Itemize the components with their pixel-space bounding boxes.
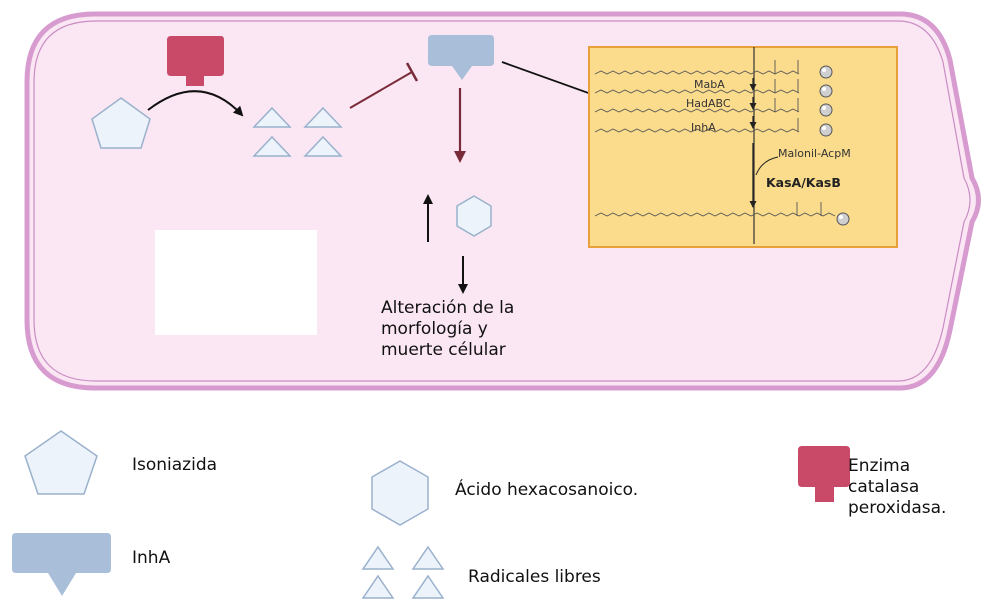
inhibition-bar bbox=[405, 62, 419, 82]
activation-arrow bbox=[147, 90, 244, 117]
hexacosanoic-hexagon bbox=[456, 195, 492, 237]
inhibition-line bbox=[349, 71, 413, 109]
legend-inha-label: InhA bbox=[132, 548, 171, 568]
legend-radicals-icon bbox=[361, 545, 445, 599]
catalase-peroxidase-enzyme bbox=[167, 36, 224, 86]
legend-isoniazid-label: Isoniazida bbox=[132, 455, 218, 475]
legend-hexacosanoic-label: Ácido hexacosanoico. bbox=[455, 480, 639, 500]
legend-inha-icon bbox=[12, 533, 111, 596]
isoniazid-pentagon bbox=[91, 97, 151, 149]
cell-membrane-inner bbox=[33, 20, 971, 382]
legend-isoniazid-icon bbox=[24, 430, 98, 495]
legend-hexagon-icon bbox=[371, 460, 429, 526]
legend-enzyme-label: Enzima catalasa peroxidasa. bbox=[848, 456, 988, 519]
legend-enzyme-line-1: Enzima bbox=[848, 456, 911, 476]
legend-enzyme-line-2: catalasa bbox=[848, 477, 920, 497]
caption-line-3: muerte célular bbox=[381, 340, 506, 360]
caption-line-2: morfología y bbox=[381, 319, 488, 339]
panel-label-malonil: Malonil-AcpM bbox=[778, 147, 851, 160]
panel-label-kas: KasA/KasB bbox=[766, 175, 841, 190]
free-radicals-group bbox=[252, 106, 343, 157]
cell-death-caption: Alteración de la morfología y muerte cél… bbox=[381, 298, 601, 361]
legend-radicals-label: Radicales libres bbox=[468, 567, 601, 587]
inha-enzyme bbox=[428, 35, 494, 80]
panel-label-maba: MabA bbox=[694, 78, 725, 91]
caption-line-1: Alteración de la bbox=[381, 298, 515, 318]
blank-box bbox=[155, 230, 317, 335]
legend-enzyme-icon bbox=[798, 446, 850, 502]
panel-label-inha: InhA bbox=[691, 121, 716, 134]
panel-label-hadabc: HadABC bbox=[686, 97, 731, 110]
fas-ii-panel bbox=[588, 46, 898, 248]
legend-enzyme-line-3: peroxidasa. bbox=[848, 498, 947, 518]
